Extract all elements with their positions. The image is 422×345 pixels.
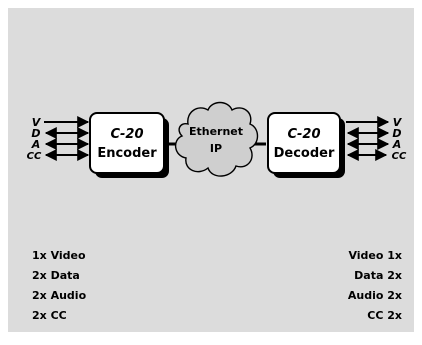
encoder-inputs: V D A CC bbox=[27, 116, 90, 162]
list-item: Video 1x bbox=[348, 249, 402, 262]
encoder-input-label-d: D bbox=[31, 127, 40, 140]
encoder-input-cc: CC bbox=[27, 149, 90, 162]
network-line2: IP bbox=[210, 142, 222, 155]
encoder-input-label-v: V bbox=[32, 116, 42, 129]
decoder-output-label-d: D bbox=[392, 127, 401, 140]
decoder-model: C-20 bbox=[287, 127, 320, 142]
decoder-output-v: V bbox=[346, 116, 403, 129]
decoder-output-label-a: A bbox=[392, 138, 402, 151]
encoder-box: C-20 Encoder bbox=[89, 112, 169, 178]
decoder-box: C-20 Decoder bbox=[267, 112, 345, 178]
decoder-channel-list: Video 1x Data 2x Audio 2x CC 2x bbox=[348, 249, 402, 322]
decoder-output-label-v: V bbox=[393, 116, 403, 129]
decoder-output-a: A bbox=[346, 138, 402, 151]
encoder-channel-list: 1x Video 2x Data 2x Audio 2x CC bbox=[32, 249, 87, 322]
cloud-icon: Ethernet IP bbox=[175, 101, 259, 177]
encoder-input-v: V bbox=[32, 116, 90, 129]
decoder-output-d: D bbox=[346, 127, 402, 140]
list-item: 1x Video bbox=[32, 249, 86, 262]
list-item: 2x Audio bbox=[32, 289, 87, 302]
decoder-outputs: V D A CC bbox=[346, 116, 407, 162]
encoder-input-label-cc: CC bbox=[27, 151, 42, 162]
encoder-input-d: D bbox=[31, 127, 90, 140]
decoder-output-label-cc: CC bbox=[392, 151, 407, 162]
decoder-label: Decoder bbox=[274, 146, 335, 161]
list-item: 2x Data bbox=[32, 269, 80, 282]
encoder-label: Encoder bbox=[97, 146, 157, 161]
network-line1: Ethernet bbox=[189, 125, 243, 138]
encoder-box-body bbox=[89, 112, 165, 174]
encoder-model: C-20 bbox=[110, 127, 143, 142]
decoder-output-cc: CC bbox=[346, 149, 407, 162]
encoder-input-label-a: A bbox=[31, 138, 41, 151]
decoder-box-body bbox=[267, 112, 341, 174]
list-item: 2x CC bbox=[32, 309, 67, 322]
cloud-shape bbox=[175, 101, 259, 177]
encoder-input-a: A bbox=[31, 138, 90, 151]
list-item: Data 2x bbox=[354, 269, 402, 282]
list-item: Audio 2x bbox=[348, 289, 402, 302]
list-item: CC 2x bbox=[367, 309, 402, 322]
